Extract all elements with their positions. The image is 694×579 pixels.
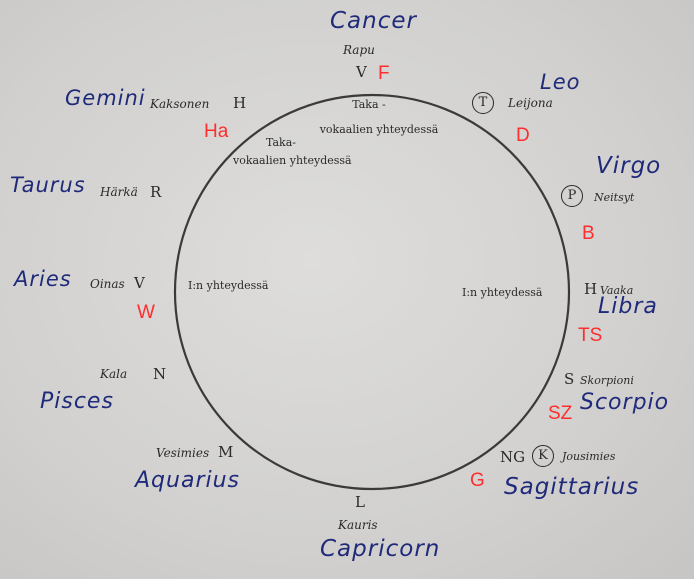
label-kala: Kala <box>100 367 128 381</box>
label-vesimies: Vesimies <box>156 446 210 460</box>
letter-vesimies: M <box>218 443 234 461</box>
red-letter-leijona: D <box>516 125 530 146</box>
letter-rapu: V <box>356 63 367 81</box>
label-capricorn: Capricorn <box>320 536 441 562</box>
red-letter-oinas: W <box>137 302 155 323</box>
label-scorpio: Scorpio <box>580 390 670 415</box>
inside-text-right-i: I:n yhteydessä <box>462 286 543 299</box>
red-letter-kaksonen: Ha <box>204 121 229 142</box>
label-skorpioni: Skorpioni <box>580 374 634 387</box>
letter-jousimies-ng: NG <box>500 448 526 466</box>
red-letter-jousimies: G <box>470 470 485 491</box>
red-letter-rapu: F <box>378 63 390 84</box>
label-jousimies: Jousimies <box>562 450 616 463</box>
label-neitsyt: Neitsyt <box>594 191 635 204</box>
inside-text-upper-right-2: vokaalien yhteydessä <box>319 123 439 136</box>
red-letter-neitsyt: B <box>582 223 595 244</box>
letter-kaksonen: H <box>233 94 247 112</box>
label-sagittarius: Sagittarius <box>504 474 640 500</box>
label-aries: Aries <box>14 267 72 291</box>
letter-leijona: T <box>472 92 494 114</box>
red-letter-vaaka: TS <box>578 325 603 346</box>
inside-text-left-i: I:n yhteydessä <box>188 279 269 292</box>
inside-text-upper-right-1: Taka - <box>352 98 386 111</box>
letter-skorpioni: S <box>564 370 575 388</box>
label-virgo: Virgo <box>596 153 662 179</box>
label-kaksonen: Kaksonen <box>150 97 210 111</box>
letter-kala: N <box>153 365 167 383</box>
label-cancer: Cancer <box>330 8 417 34</box>
label-gemini: Gemini <box>65 86 146 110</box>
label-oinas: Oinas <box>90 277 125 291</box>
letter-kauris: L <box>355 493 365 511</box>
label-rapu: Rapu <box>343 43 375 57</box>
label-leijona: Leijona <box>508 96 553 110</box>
letter-jousimies-k: K <box>532 445 554 467</box>
label-pisces: Pisces <box>40 389 114 414</box>
letter-oinas: V <box>134 274 145 292</box>
red-letter-skorpioni: SZ <box>548 403 573 424</box>
label-kauris: Kauris <box>338 518 378 532</box>
letter-vaaka: H <box>584 280 598 298</box>
label-taurus: Taurus <box>10 173 86 197</box>
letter-neitsyt: P <box>561 185 583 207</box>
inside-text-upper-left-1: Taka- <box>266 136 296 149</box>
label-leo: Leo <box>540 70 581 94</box>
label-harka: Härkä <box>100 185 138 199</box>
label-aquarius: Aquarius <box>135 468 241 493</box>
label-libra: Libra <box>598 294 658 319</box>
label-vaaka: Vaaka <box>600 284 634 297</box>
inside-text-upper-left-2: vokaalien yhteydessä <box>233 154 352 167</box>
letter-harka: R <box>150 183 162 201</box>
